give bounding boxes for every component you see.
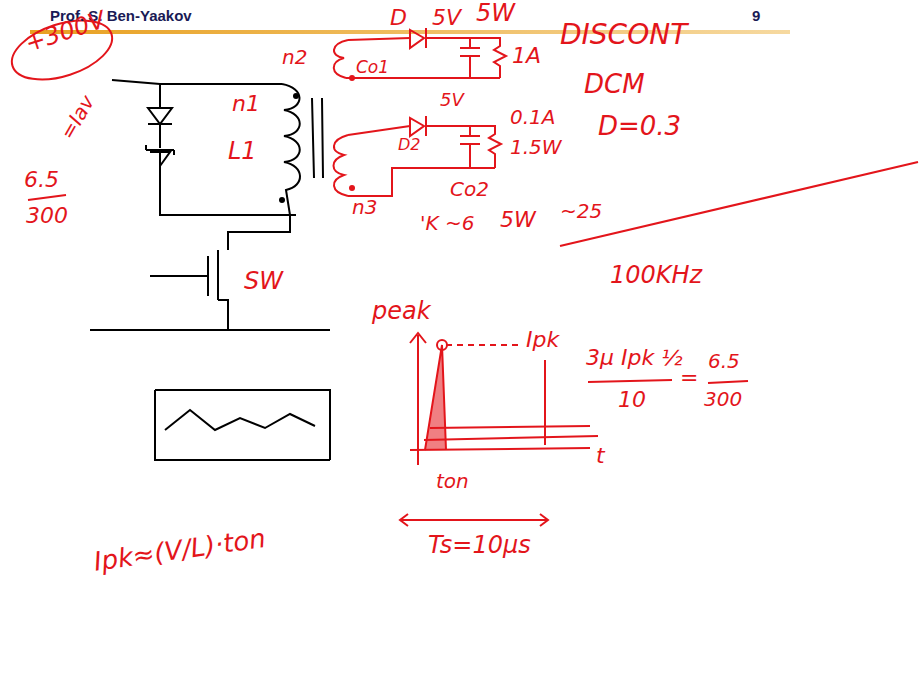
power-label: 1.5W bbox=[510, 136, 562, 158]
divider-stroke bbox=[560, 162, 918, 246]
axis-label: Ipk bbox=[526, 328, 559, 352]
diode-label: D bbox=[390, 6, 407, 30]
inductor-label: L1 bbox=[228, 138, 257, 164]
note-text: D=0.3 bbox=[598, 112, 681, 141]
winding-label: n2 bbox=[282, 46, 307, 68]
formula-text: =Iav bbox=[56, 92, 98, 143]
formula-text: 10 bbox=[618, 388, 646, 412]
formula-text: Ipk≈(V/L)·ton bbox=[92, 524, 267, 576]
waveform-sketch bbox=[155, 390, 330, 460]
formula-text: = bbox=[680, 366, 698, 390]
note-text: peak bbox=[372, 298, 431, 324]
capacitor-label: Co2 bbox=[450, 178, 489, 200]
diode-label: D2 bbox=[398, 136, 421, 154]
current-label: 0.1A bbox=[510, 106, 556, 128]
winding-label: n3 bbox=[352, 196, 377, 218]
frequency-label: 100KHz bbox=[610, 262, 702, 288]
formula-text: 300 bbox=[26, 204, 68, 228]
secondary-circuits bbox=[334, 28, 507, 196]
current-label: 1A bbox=[512, 44, 541, 68]
fraction-bars bbox=[28, 195, 748, 383]
period-label: Ts=10µs bbox=[428, 532, 531, 558]
formula-text: 6.5 bbox=[24, 168, 59, 192]
voltage-label: 5V bbox=[432, 6, 461, 30]
note-text: DISCONT bbox=[560, 20, 687, 51]
note-text: DCM bbox=[584, 70, 645, 99]
switch-label: SW bbox=[244, 268, 283, 294]
formula-text: 3µ Ipk ½ bbox=[586, 346, 683, 370]
note-text: 'K ~6 bbox=[420, 212, 474, 234]
formula-text: 300 bbox=[704, 388, 742, 410]
note-text: ~25 bbox=[560, 200, 602, 222]
page-number: 9 bbox=[752, 8, 760, 25]
voltage-label: 5V bbox=[440, 90, 464, 110]
formula-text: 6.5 bbox=[708, 350, 740, 372]
axis-label: t bbox=[596, 444, 605, 468]
current-plot bbox=[400, 333, 598, 526]
winding-label: n1 bbox=[232, 92, 260, 116]
power-label: 5W bbox=[476, 0, 515, 26]
capacitor-label: Co1 bbox=[356, 58, 389, 77]
axis-label: ton bbox=[436, 470, 469, 492]
note-text: 5W bbox=[500, 208, 536, 232]
primary-circuit bbox=[90, 80, 330, 330]
